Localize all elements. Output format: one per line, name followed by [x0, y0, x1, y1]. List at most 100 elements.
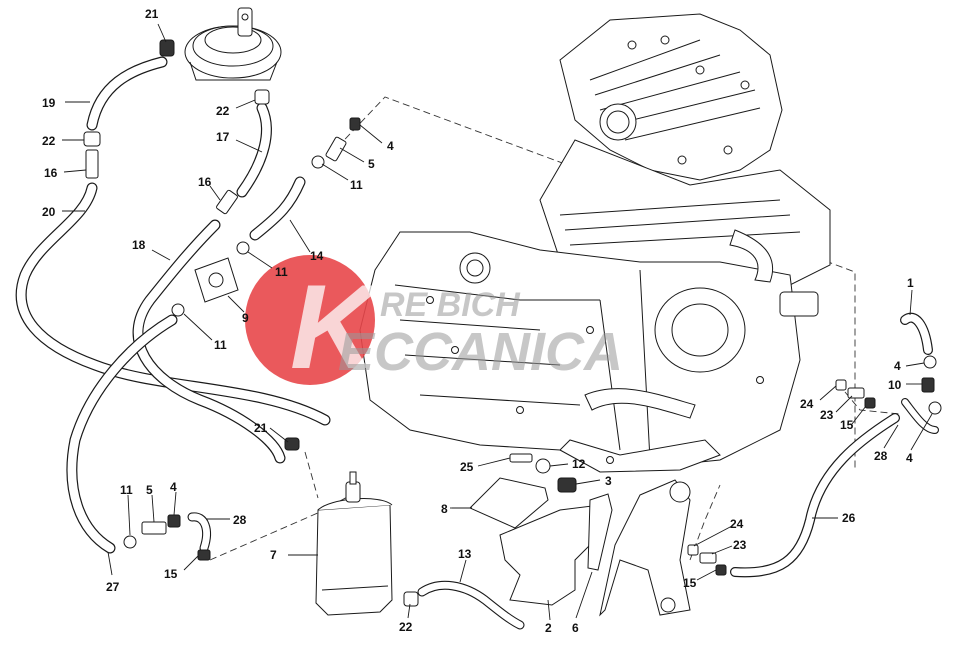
- clamp-21-top: [159, 39, 175, 57]
- callout-4: 4: [170, 480, 177, 494]
- callout-5: 5: [368, 157, 375, 171]
- engine-bolt: [723, 145, 733, 155]
- callout-4: 4: [387, 139, 394, 153]
- callout-9: 9: [242, 311, 249, 325]
- leader-c5b: [151, 494, 155, 523]
- leader-c25: [477, 457, 511, 467]
- leader-c16b: [209, 185, 221, 201]
- fitting-5-top: [325, 136, 347, 162]
- hose-17-fill: [237, 103, 271, 197]
- clip-15-right-top: [864, 397, 876, 409]
- callout-15: 15: [164, 567, 178, 581]
- callout-1: 1: [907, 276, 914, 290]
- hose-27-fill: [67, 315, 177, 553]
- fuel-cap-key-hole: [241, 13, 249, 21]
- hose-27: [66, 314, 178, 554]
- callout-15: 15: [683, 576, 697, 590]
- engine-sump: [559, 439, 721, 473]
- leader-c3: [575, 479, 601, 485]
- leader-c14: [289, 219, 311, 253]
- engine-head-fins: [589, 39, 761, 141]
- callout-28: 28: [874, 449, 888, 463]
- connector-16-mid: [216, 189, 238, 215]
- callout-22: 22: [42, 134, 56, 148]
- hose-13-fill: [418, 582, 524, 629]
- hose-1-fill: [901, 314, 932, 354]
- leader-c4d: [910, 413, 933, 451]
- hose-20-fill: [16, 183, 330, 425]
- engine-bolts: [426, 35, 764, 464]
- leader-c11c: [183, 313, 213, 341]
- callout-4: 4: [894, 359, 901, 373]
- callout-11: 11: [214, 338, 227, 352]
- ring-11-c: [171, 303, 185, 317]
- bracket-arm-hole: [669, 481, 691, 503]
- callout-15: 15: [840, 418, 854, 432]
- callout-22: 22: [399, 620, 413, 634]
- hose-26-fill: [731, 414, 899, 577]
- clip-15-left: [197, 549, 211, 561]
- callout-6: 6: [572, 621, 579, 635]
- hose-28-left-fill: [188, 513, 210, 552]
- fuel-cap-skirt: [189, 61, 278, 81]
- leader-c21b: [269, 427, 289, 443]
- callout-18: 18: [132, 238, 146, 252]
- fittings: [83, 39, 942, 607]
- leader-c4c: [905, 362, 925, 367]
- brackets: [469, 477, 691, 617]
- leader-c11d: [127, 494, 131, 536]
- engine-coolant-hose-upper: [729, 229, 773, 283]
- fitting-4-top: [349, 117, 361, 131]
- bolt-25: [509, 453, 533, 463]
- callout-16: 16: [44, 166, 58, 180]
- engine-coolant-hose-lower: [584, 388, 696, 419]
- engine-block: [359, 13, 831, 473]
- callout-2: 2: [545, 621, 552, 635]
- callout-24: 24: [800, 397, 814, 411]
- guide-line-left-bottom: [304, 451, 319, 499]
- bracket-2: [499, 504, 606, 606]
- fitting-23-right-top: [847, 387, 865, 399]
- valve-9-port: [208, 272, 224, 288]
- callout-12: 12: [572, 457, 586, 471]
- leader-c17: [235, 139, 263, 153]
- engine-oil-filter: [779, 291, 819, 317]
- callout-21: 21: [254, 421, 268, 435]
- bracket-6: [587, 493, 613, 571]
- leader-c2: [547, 599, 551, 621]
- fitting-24-right-top: [835, 379, 847, 391]
- leader-c6: [575, 571, 593, 619]
- callout-25: 25: [460, 460, 474, 474]
- callout-4: 4: [906, 451, 913, 465]
- leader-c21a: [157, 23, 167, 43]
- clamp-21-lower: [284, 437, 300, 451]
- leader-c16a: [63, 169, 87, 173]
- leader-c5a: [339, 147, 365, 163]
- callout-11: 11: [120, 483, 133, 497]
- guide-line-right: [844, 391, 901, 415]
- callout-17: 17: [216, 130, 230, 144]
- watermark-logo: K RE BICH ECCANICA: [245, 255, 623, 394]
- fitting-5-lower: [141, 521, 167, 535]
- leader-c15b: [851, 405, 867, 425]
- callout-23: 23: [820, 408, 834, 422]
- callout-13: 13: [458, 547, 472, 561]
- engine-side-cover-inner: [671, 303, 729, 357]
- bracket-arm-hole-lower: [660, 597, 676, 613]
- washer-12: [535, 458, 551, 474]
- engine-bolt: [677, 155, 687, 165]
- canister-nozzle: [345, 481, 361, 503]
- callout-28: 28: [233, 513, 247, 527]
- callout-7: 7: [270, 548, 277, 562]
- leader-c15a: [183, 555, 199, 571]
- hose-14-fill: [250, 177, 305, 240]
- engine-bolt: [516, 406, 524, 414]
- leader-c11b: [247, 251, 273, 269]
- canister-body: [315, 504, 393, 616]
- callout-27: 27: [106, 580, 120, 594]
- fitting-24-right-low: [687, 544, 699, 556]
- hoses: [15, 56, 939, 630]
- grommet-3: [557, 477, 577, 493]
- engine-bolt: [426, 296, 434, 304]
- watermark-line1: RE BICH: [380, 286, 521, 324]
